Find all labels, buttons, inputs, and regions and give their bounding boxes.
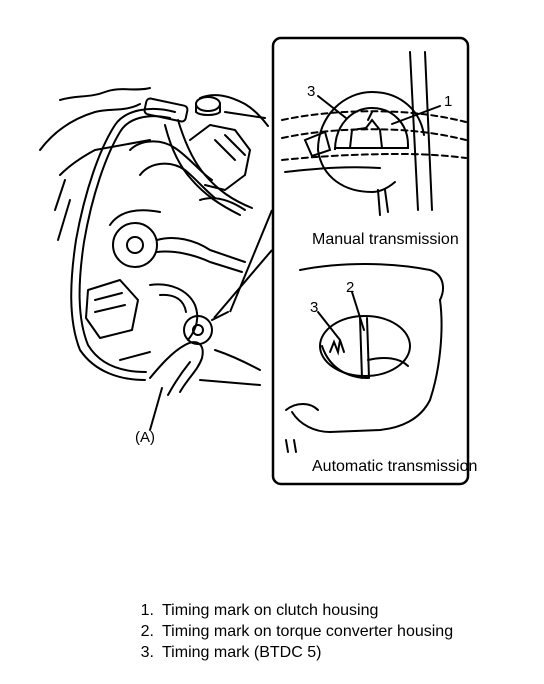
callout-1: 1 [444,93,452,110]
legend-item: 1. Timing mark on clutch housing [128,600,453,621]
legend-number: 1. [140,602,154,619]
legend-item: 3. Timing mark (BTDC 5) [128,642,453,663]
legend-text: Timing mark (BTDC 5) [162,644,322,661]
inset-pointer-lines [213,209,273,319]
automatic-transmission-caption: Automatic transmission [312,458,477,475]
label-a: (A) [135,429,155,446]
legend-number: 3. [140,644,154,661]
callout-3-auto: 3 [310,299,318,316]
legend-text: Timing mark on clutch housing [162,602,379,619]
inset-panel [271,36,470,486]
manual-transmission-caption: Manual transmission [312,231,459,248]
legend-number: 2. [140,623,154,640]
legend-text: Timing mark on torque converter housing [162,623,454,640]
callout-3-manual: 3 [307,83,315,100]
timing-mark-diagram: (A) 1 3 2 3 Manual transmission Automati… [39,36,477,486]
callout-2: 2 [346,279,354,296]
legend-list: 1. Timing mark on clutch housing 2. Timing… [128,600,453,663]
manual-transmission-detail [281,51,467,216]
engine-illustration [39,87,269,431]
legend-item: 2. Timing mark on torque converter housin… [128,621,453,642]
automatic-transmission-detail [285,263,444,453]
